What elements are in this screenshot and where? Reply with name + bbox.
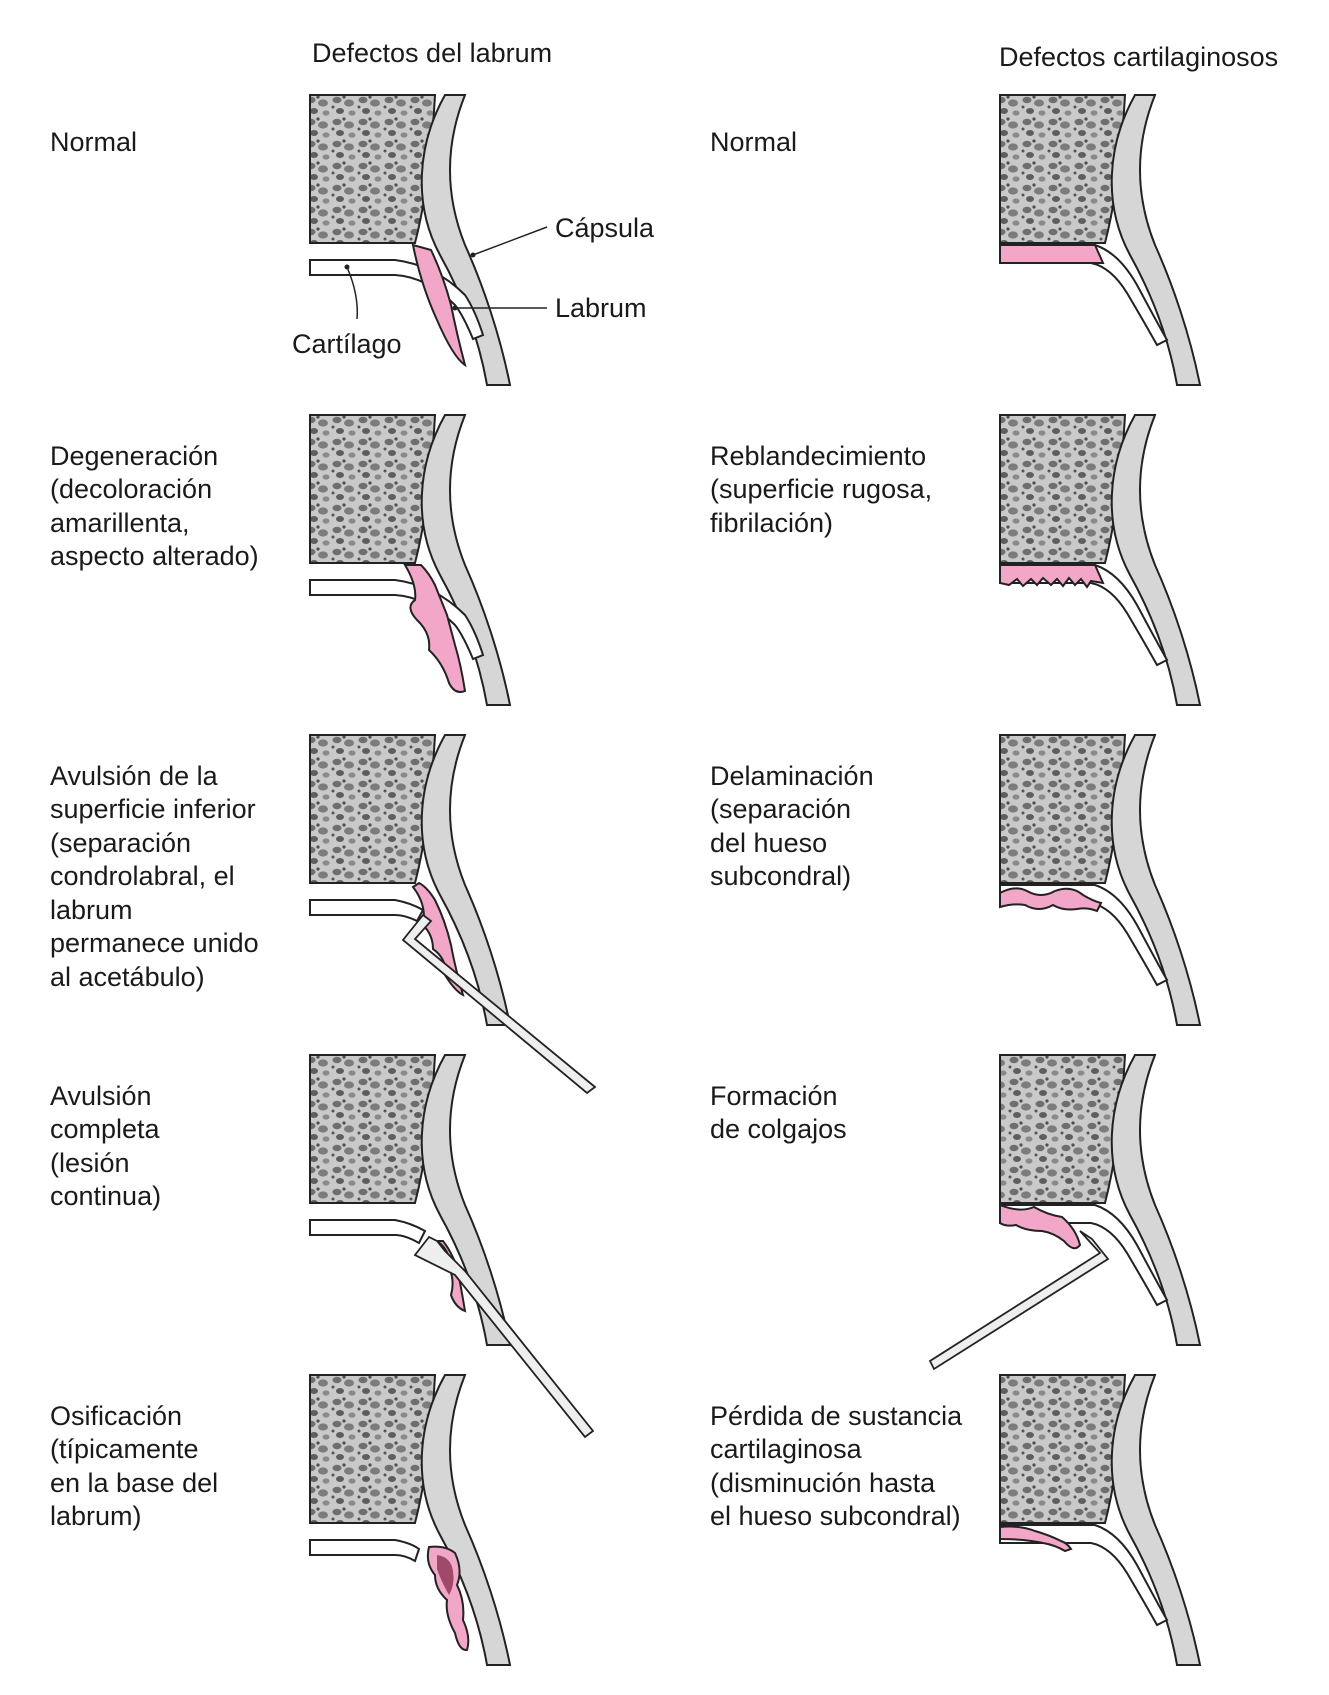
labrum-label: Labrum: [555, 293, 647, 323]
labrum-column-title: Defectos del labrum: [312, 38, 553, 68]
figure-labrum-degeneracion: [309, 414, 512, 706]
fibrillated-cartilage: [999, 564, 1105, 589]
joint-capsule: [420, 94, 512, 386]
probe: [401, 913, 597, 1095]
figure-cartilage-perdida: [999, 1374, 1202, 1666]
thinned-cartilage: [999, 1525, 1073, 1553]
capsula-label: Cápsula: [555, 213, 655, 243]
label-labrum-normal: Normal: [50, 126, 138, 157]
figure-cartilage-reblandecimiento: [999, 414, 1202, 706]
cartilago-label: Cartílago: [292, 329, 402, 359]
labrum: [411, 243, 467, 368]
figure-labrum-avulsion-completa: [309, 1054, 595, 1439]
label-cartilage-reblandecimiento: Reblandecimiento(superficie rugosa,fibri…: [710, 440, 933, 538]
cartilage-column-title: Defectos cartilaginosos: [999, 42, 1279, 72]
degenerated-labrum: [403, 564, 467, 693]
cartilage-flap: [999, 1203, 1082, 1250]
figure-cartilage-delaminacion: [999, 734, 1202, 1026]
probe: [928, 1230, 1110, 1371]
ossified-labrum: [426, 1545, 470, 1652]
label-cartilage-normal: Normal: [710, 126, 798, 157]
figure-cartilage-colgajos: [928, 1054, 1202, 1371]
cartilago-pointer: [346, 266, 359, 320]
capsula-pointer: [472, 226, 548, 256]
figure-labrum-osificacion: [309, 1374, 512, 1666]
delaminated-cartilage: [999, 887, 1103, 913]
cartilage-layer: [999, 244, 1105, 264]
figure-labrum-normal: Cápsula Labrum Cartílago: [292, 94, 655, 386]
figure-labrum-avulsion-inferior: [309, 734, 597, 1095]
figure-cartilage-normal: [999, 94, 1202, 386]
probe: [413, 1235, 595, 1439]
bone-block: [309, 94, 437, 244]
